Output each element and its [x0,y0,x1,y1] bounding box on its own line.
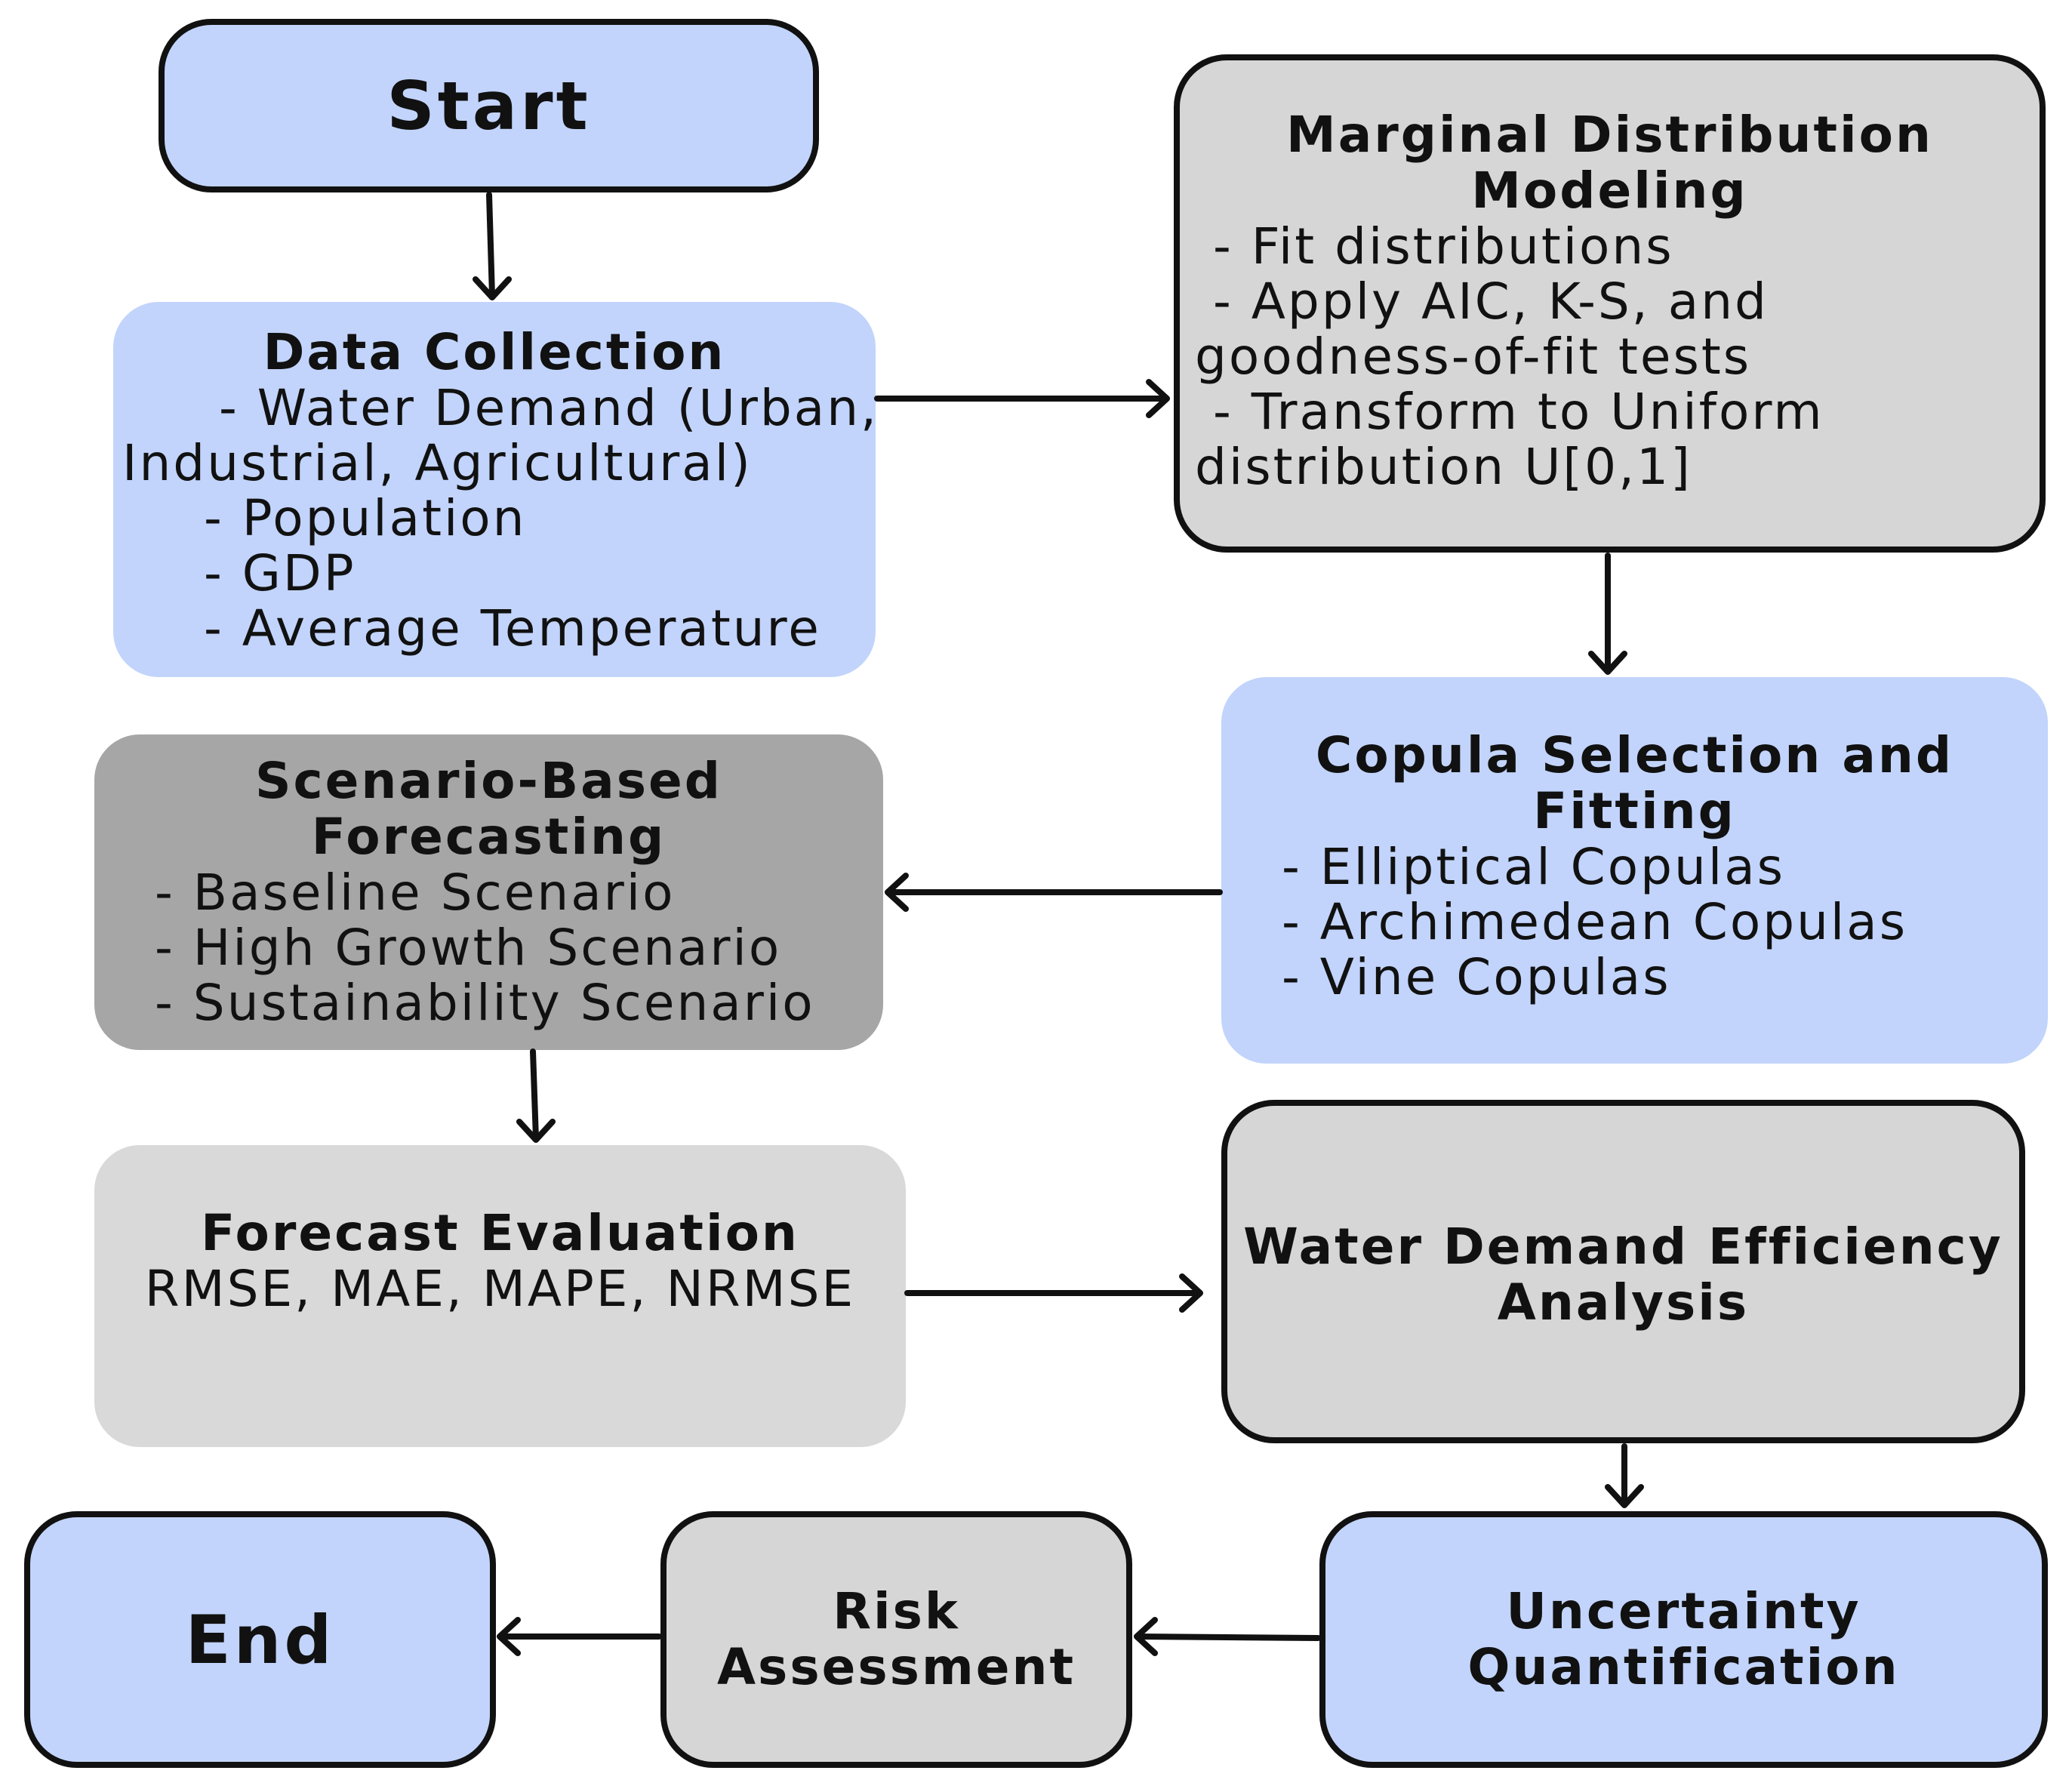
forecast-evaluation-node: Forecast Evaluation RMSE, MAE, MAPE, NRM… [94,1145,906,1447]
uncertainty-quantification-title-line2: Quantification [1467,1638,1900,1696]
data-collection-title: Data Collection [263,323,726,381]
copula-selection-item: - Archimedean Copulas [1282,893,1908,951]
arrow-data-collection-to-marginal [874,379,1170,418]
arrow-start-to-data-collection [473,192,512,300]
arrow-uncertainty-to-risk [1134,1617,1321,1656]
efficiency-analysis-node: Water Demand Efficiency Analysis [1221,1100,2025,1443]
marginal-distribution-item: distribution U[0,1] [1195,438,1692,496]
arrow-risk-to-end [497,1617,662,1656]
start-label: Start [386,66,591,145]
scenario-forecasting-item: - Sustainability Scenario [155,974,815,1032]
copula-selection-item: - Elliptical Copulas [1282,838,1786,896]
marginal-distribution-item: - Apply AIC, K-S, and [1195,273,1769,331]
scenario-forecasting-node: Scenario-Based Forecasting - Baseline Sc… [94,734,883,1050]
marginal-distribution-node: Marginal Distribution Modeling - Fit dis… [1174,54,2046,553]
copula-selection-node: Copula Selection and Fitting - Elliptica… [1221,677,2048,1064]
scenario-forecasting-title-line2: Forecasting [311,808,667,866]
marginal-distribution-item: - Fit distributions [1195,217,1674,276]
marginal-distribution-title-line1: Marginal Distribution [1286,106,1933,164]
scenario-forecasting-item: - High Growth Scenario [155,919,782,977]
arrow-marginal-to-copula [1588,553,1627,675]
data-collection-item: - GDP [168,544,356,602]
arrow-forecast-evaluation-to-efficiency [904,1273,1203,1313]
data-collection-item: - Water Demand (Urban, [183,379,879,437]
start-node: Start [159,19,819,192]
efficiency-analysis-title-line2: Analysis [1497,1273,1750,1332]
copula-selection-title-line2: Fitting [1533,782,1736,840]
end-node: End [24,1511,496,1768]
data-collection-item: Industrial, Agricultural) [122,434,753,492]
copula-selection-title-line1: Copula Selection and [1315,726,1954,784]
marginal-distribution-item: - Transform to Uniform [1195,383,1824,441]
data-collection-item: - Population [168,489,527,547]
risk-assessment-node: Risk Assessment [660,1511,1132,1768]
arrow-scenario-to-forecast-evaluation [516,1048,556,1143]
data-collection-node: Data Collection - Water Demand (Urban, I… [113,302,876,677]
forecast-evaluation-title: Forecast Evaluation [201,1204,799,1262]
end-label: End [185,1600,335,1679]
forecast-evaluation-metrics: RMSE, MAE, MAPE, NRMSE [144,1260,856,1318]
uncertainty-quantification-title-line1: Uncertainty [1506,1582,1861,1640]
copula-selection-item: - Vine Copulas [1282,948,1671,1006]
scenario-forecasting-item: - Baseline Scenario [155,864,676,922]
uncertainty-quantification-node: Uncertainty Quantification [1319,1511,2048,1768]
risk-assessment-title-line2: Assessment [716,1638,1076,1696]
risk-assessment-title-line1: Risk [833,1582,960,1640]
marginal-distribution-item: goodness-of-fit tests [1195,328,1752,386]
marginal-distribution-title-line2: Modeling [1471,162,1748,220]
scenario-forecasting-title-line1: Scenario-Based [255,752,722,810]
arrow-copula-to-scenario [885,873,1223,912]
data-collection-item: - Average Temperature [168,599,821,657]
efficiency-analysis-title-line1: Water Demand Efficiency [1243,1218,2003,1276]
arrow-efficiency-to-uncertainty [1605,1443,1644,1508]
